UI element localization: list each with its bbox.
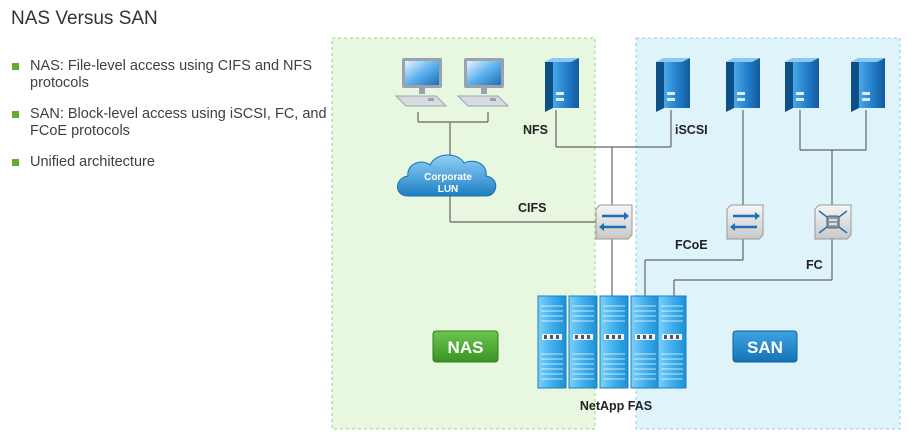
nas-badge-label: NAS	[448, 338, 484, 357]
network-switch-icon	[726, 204, 764, 240]
connection-lines	[417, 110, 867, 296]
protocol-label-fc: FC	[806, 258, 823, 272]
bullet-text: SAN: Block-level access using iSCSI, FC,…	[30, 106, 327, 139]
protocol-label-iscsi: iSCSI	[675, 123, 708, 137]
cloud-label-line1: Corporate	[424, 172, 472, 183]
bullet-list: NAS: File-level access using CIFS and NF…	[12, 58, 332, 185]
bullet-item: Unified architecture	[12, 154, 332, 171]
server-icon	[726, 58, 760, 112]
protocol-label-nfs: NFS	[523, 123, 548, 137]
bullet-text: Unified architecture	[30, 154, 155, 170]
bullet-item: NAS: File-level access using CIFS and NF…	[12, 58, 332, 92]
protocol-label-fcoe: FCoE	[675, 238, 708, 252]
cloud-icon: Corporate LUN	[397, 154, 497, 197]
server-icon	[656, 58, 690, 112]
protocol-label-cifs: CIFS	[518, 201, 546, 215]
storage-label: NetApp FAS	[580, 399, 652, 413]
server-icon	[785, 58, 819, 112]
bullet-marker	[12, 63, 19, 70]
bullet-item: SAN: Block-level access using iSCSI, FC,…	[12, 106, 332, 140]
fc-switch-icon	[814, 204, 852, 240]
bullet-marker	[12, 159, 19, 166]
storage-array-icon	[537, 295, 687, 389]
desktop-computer-icon	[395, 57, 447, 107]
server-icon	[851, 58, 885, 112]
desktop-computer-icon	[457, 57, 509, 107]
nas-badge: NAS	[432, 330, 499, 363]
server-icon	[545, 58, 579, 112]
network-switch-icon	[595, 204, 633, 240]
slide-title: NAS Versus SAN	[11, 8, 158, 29]
san-badge-label: SAN	[747, 338, 783, 357]
san-badge: SAN	[732, 330, 798, 363]
bullet-marker	[12, 111, 19, 118]
bullet-text: NAS: File-level access using CIFS and NF…	[30, 58, 313, 91]
cloud-label-line2: LUN	[438, 184, 459, 195]
